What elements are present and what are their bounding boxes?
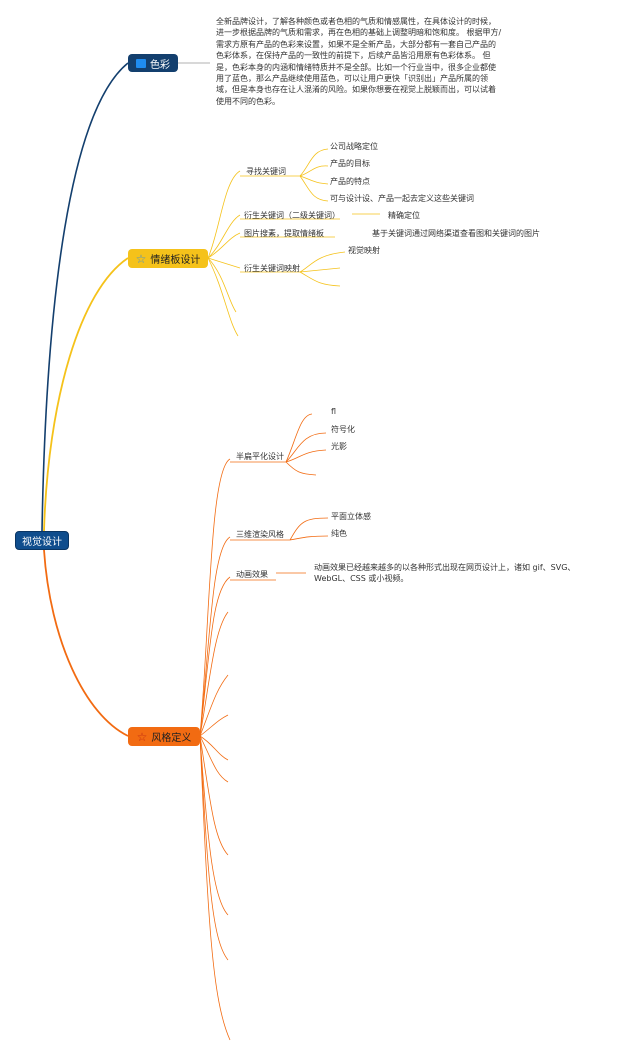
branch-color[interactable]: 色彩 [128,54,178,72]
star-icon: ☆ [135,251,147,266]
color-description-line: 用了蓝色，那么产品继续使用蓝色，可以让用户更快「识别出」产品所属的领 [216,74,488,84]
mood-image-child[interactable]: 基于关键词通过网络渠道查看图和关键词的图片 [372,229,540,238]
flag-icon [136,58,146,68]
connector-mood-empty-2 [207,257,239,337]
color-description-line: 全新品牌设计，了解各种颜色或者色相的气质和情感属性，在具体设计的时候， [216,17,496,26]
style-3d-render[interactable]: 三维渲染风格 [236,530,284,539]
connector-style-3d [199,536,231,737]
connector-mood-derived [207,214,241,259]
style-animation-line: WebGL、CSS 或小视频。 [314,574,409,584]
mood-derived-child[interactable]: 精确定位 [388,211,420,220]
mood-find-item[interactable]: 产品的特点 [330,177,370,186]
mood-mapping-child[interactable]: 视觉映射 [348,246,380,255]
mood-derived-keywords[interactable]: 衍生关键词（二级关键词） [244,211,340,220]
style-animation-description: 动画效果已经越来越多的以各种形式出现在网页设计上，诸如 gif、SVG、 Web… [314,562,575,585]
connector-mood-empty-1 [207,257,237,313]
connector-style-animation [199,576,231,737]
connector-mood-mapping [207,257,241,269]
color-description-line: 进一步根据品牌的气质和需求，再在色相的基础上调整明暗和饱和度。 根据甲方/ [216,28,502,38]
connector-style-semi-flat [199,458,231,737]
style-semi-flat-item[interactable]: 光影 [331,442,347,451]
style-3d-item[interactable]: 纯色 [331,529,347,538]
style-3d-item[interactable]: 平面立体感 [331,512,371,521]
color-description-line: 色彩体系，在保持产品的一致性的前提下，后续产品皆沿用原有色彩体系。 但 [216,51,491,61]
connector-root-color [41,62,129,532]
style-animation[interactable]: 动画效果 [236,570,268,579]
color-description-line: 使用不同的色彩。 [216,96,280,106]
style-animation-line: 动画效果已经越来越多的以各种形式出现在网页设计上，诸如 gif、SVG、 [314,563,576,572]
color-description-line: 是，色彩本身的内涵和情绪特质并不是全部。比如一个行业当中，很多企业都使 [216,62,496,72]
branch-style-label: 风格定义 [151,733,192,744]
branch-mood-label: 情绪板设计 [150,255,201,266]
star-icon: ☆ [136,729,148,744]
branch-mood[interactable]: ☆ 情绪板设计 [128,249,208,268]
connector-mood-image [207,232,241,259]
mood-image-search[interactable]: 图片搜素，提取情绪板 [244,229,324,238]
mood-find-item[interactable]: 公司战略定位 [330,142,378,151]
mood-find-item[interactable]: 产品的目标 [330,159,370,168]
branch-style[interactable]: ☆ 风格定义 [128,727,200,746]
color-description: 全新品牌设计，了解各种颜色或者色相的气质和情感属性，在具体设计的时候， 进一步根… [216,16,501,107]
style-semi-flat-item[interactable]: fl [331,407,337,416]
style-semi-flat[interactable]: 半扁平化设计 [236,452,284,461]
mood-find-item[interactable]: 可与设计设、产品一起去定义这些关键词 [330,194,474,203]
root-label: 视觉设计 [22,537,62,548]
connector-mood-find [207,170,241,259]
mood-find-keywords[interactable]: 寻找关键词 [246,167,286,176]
connector-root-mood [43,257,129,532]
color-description-line: 域，但是本身也存在让人混淆的风险。如果你想要在视觉上脱颖而出，可以试着 [216,85,496,95]
connector-root-style [43,549,129,737]
mood-keyword-mapping[interactable]: 衍生关键词映射 [244,264,300,273]
style-semi-flat-item[interactable]: 符号化 [331,425,355,434]
root-node[interactable]: 视觉设计 [15,531,69,550]
color-description-line: 需求方原有产品的色彩来设置，如果不是全新产品，大部分都有一套自己产品的 [216,39,496,49]
branch-color-label: 色彩 [150,59,170,71]
